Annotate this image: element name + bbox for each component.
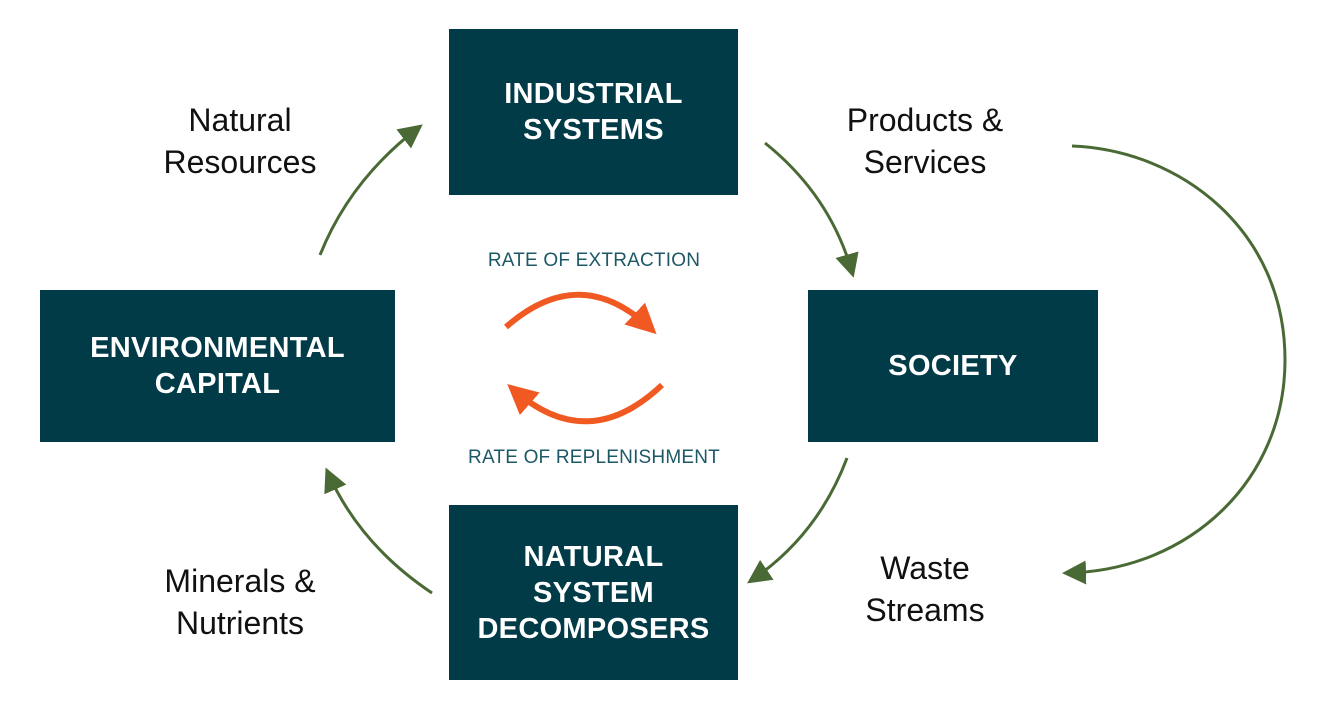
natural-system-decomposers-box: NATURAL SYSTEM DECOMPOSERS	[449, 505, 738, 680]
waste-streams-line-1: Waste	[880, 550, 970, 586]
waste-streams-line-2: Streams	[865, 592, 985, 628]
decomposers-line-2: SYSTEM	[532, 576, 655, 609]
minerals-nutrients-line-2: Nutrients	[175, 605, 305, 641]
natural-resources-label: Natural Resources	[140, 99, 340, 183]
society-to-decomposers-arrow	[747, 457, 849, 584]
decomposers-line-3: DECOMPOSERS	[477, 612, 710, 645]
natural-resources-arrow	[318, 124, 423, 256]
products-to-society-arrow	[764, 141, 859, 278]
minerals-nutrients-arrow	[324, 467, 433, 595]
industrial-systems-line-1: INDUSTRIAL	[504, 78, 683, 110]
waste-streams-label: Waste Streams	[825, 547, 1025, 631]
waste-streams-arrow	[1062, 144, 1287, 585]
rate-of-extraction-label: RATE OF EXTRACTION	[487, 250, 701, 271]
minerals-nutrients-label: Minerals & Nutrients	[130, 560, 350, 644]
products-services-line-1: Products &	[846, 102, 1004, 138]
industrial-systems-box: INDUSTRIAL SYSTEMS	[449, 29, 738, 195]
extraction-rate-arrow	[504, 291, 657, 335]
rate-of-replenishment-label: RATE OF REPLENISHMENT	[468, 447, 720, 468]
decomposers-line-1: NATURAL	[523, 540, 664, 573]
products-services-line-2: Services	[863, 144, 987, 180]
industrial-systems-line-2: SYSTEMS	[523, 114, 664, 146]
natural-resources-line-1: Natural	[188, 102, 292, 138]
replenishment-rate-arrow	[507, 382, 665, 425]
environmental-capital-line-2: CAPITAL	[154, 368, 281, 400]
products-services-label: Products & Services	[815, 99, 1035, 183]
environmental-capital-line-1: ENVIRONMENTAL	[90, 332, 345, 364]
society-label: SOCIETY	[888, 350, 1018, 382]
environmental-capital-box: ENVIRONMENTAL CAPITAL	[40, 290, 395, 442]
natural-resources-line-2: Resources	[163, 144, 317, 180]
society-box: SOCIETY	[808, 290, 1098, 442]
minerals-nutrients-line-1: Minerals &	[164, 563, 316, 599]
